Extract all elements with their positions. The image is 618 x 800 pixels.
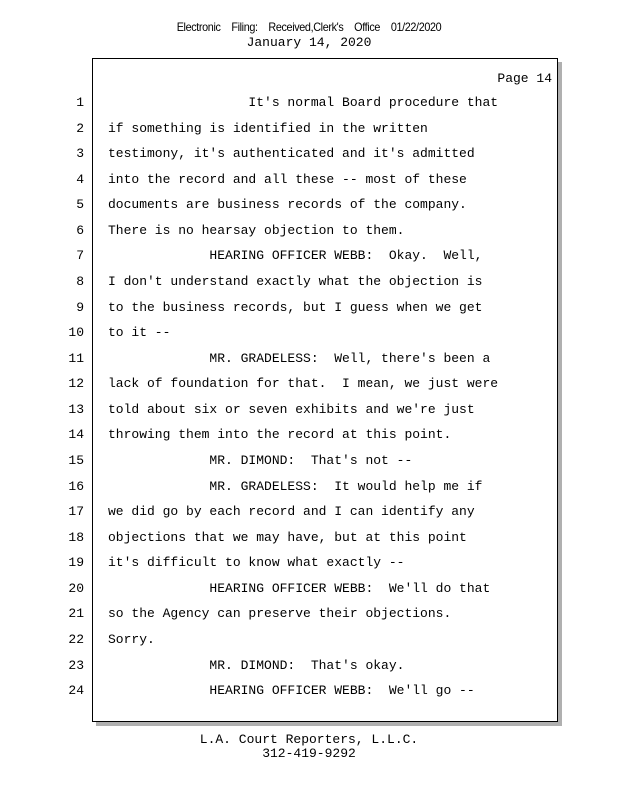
line-number: 12: [68, 376, 84, 392]
line-number: 11: [68, 350, 84, 366]
line-number: 1: [76, 95, 84, 110]
line-text: we did go by each record and I can ident…: [108, 504, 475, 520]
line-text: HEARING OFFICER WEBB: We'll do that: [108, 580, 491, 596]
line-number: 17: [68, 504, 84, 520]
transcript-line: 17 we did go by each record and I can ide…: [0, 504, 618, 524]
line-text: HEARING OFFICER WEBB: Okay. Well,: [108, 248, 483, 264]
line-number: 10: [68, 325, 84, 341]
line-number: 20: [68, 580, 84, 596]
filing-date: 01/22/2020: [390, 20, 442, 34]
filing-word: Office: [354, 20, 381, 34]
footer: L.A. Court Reporters, L.L.C. 312-419-929…: [0, 733, 618, 761]
line-number: 16: [68, 478, 84, 494]
transcript-line: 24 HEARING OFFICER WEBB: We'll go --: [0, 683, 618, 703]
transcript-line: 4 into the record and all these -- most o…: [0, 172, 618, 192]
line-text: MR. GRADELESS: Well, there's been a: [108, 350, 491, 366]
line-text: into the record and all these -- most of…: [108, 171, 467, 187]
line-number: 5: [76, 197, 84, 213]
line-text: if something is identified in the writte…: [108, 120, 428, 136]
transcript-line: 14 throwing them into the record at this …: [0, 427, 618, 447]
transcript-line: 12 lack of foundation for that. I mean, w…: [0, 376, 618, 396]
reporter-company: L.A. Court Reporters, L.L.C.: [199, 732, 419, 747]
line-number: 8: [76, 273, 84, 289]
transcript-line: 11 MR. GRADELESS: Well, there's been a: [0, 351, 618, 371]
line-text: MR. DIMOND: That's not --: [108, 452, 413, 468]
line-number: 24: [68, 683, 84, 699]
line-text: It's normal Board procedure that: [108, 95, 499, 110]
line-number: 7: [76, 248, 84, 264]
transcript-line: 22 Sorry.: [0, 632, 618, 652]
line-text: lack of foundation for that. I mean, we …: [108, 376, 499, 392]
line-text: it's difficult to know what exactly --: [108, 555, 405, 571]
transcript-line: 3 testimony, it's authenticated and it's …: [0, 146, 618, 166]
line-number: 19: [68, 555, 84, 571]
line-text: told about six or seven exhibits and we'…: [108, 401, 475, 417]
line-number: 4: [76, 171, 84, 187]
line-text: to the business records, but I guess whe…: [108, 299, 483, 315]
line-text: to it --: [108, 325, 171, 341]
filing-word: Received,Clerk's: [268, 20, 344, 34]
line-text: MR. DIMOND: That's okay.: [108, 657, 405, 673]
filing-word: Electronic: [176, 20, 221, 34]
transcript-line: 8 I don't understand exactly what the obj…: [0, 274, 618, 294]
line-text: Sorry.: [108, 631, 155, 647]
line-text: HEARING OFFICER WEBB: We'll go --: [108, 683, 475, 699]
transcript-line: 23 MR. DIMOND: That's okay.: [0, 658, 618, 678]
line-text: throwing them into the record at this po…: [108, 427, 452, 443]
line-number: 13: [68, 401, 84, 417]
line-text: testimony, it's authenticated and it's a…: [108, 146, 475, 162]
line-number: 3: [76, 146, 84, 162]
line-number: 15: [68, 452, 84, 468]
line-number: 9: [76, 299, 84, 315]
filing-word: Filing:: [231, 20, 258, 34]
line-number: 23: [68, 657, 84, 673]
line-number: 21: [68, 606, 84, 622]
line-text: MR. GRADELESS: It would help me if: [108, 478, 483, 494]
reporter-phone: 312-419-9292: [262, 746, 356, 761]
transcript-page-frame: [92, 58, 558, 722]
transcript-line: 1 It's normal Board procedure that: [0, 95, 618, 115]
electronic-filing-stamp: Electronic Filing: Received,Clerk's Office 0…: [31, 20, 587, 34]
transcript-line: 20 HEARING OFFICER WEBB: We'll do that: [0, 581, 618, 601]
transcript-line: 19 it's difficult to know what exactly --: [0, 555, 618, 575]
line-number: 6: [76, 222, 84, 238]
transcript-line: 9 to the business records, but I guess wh…: [0, 300, 618, 320]
transcript-line: 7 HEARING OFFICER WEBB: Okay. Well,: [0, 248, 618, 268]
line-number: 2: [76, 120, 84, 136]
transcript-line: 15 MR. DIMOND: That's not --: [0, 453, 618, 473]
line-text: I don't understand exactly what the obje…: [108, 273, 483, 289]
line-text: There is no hearsay objection to them.: [108, 222, 405, 238]
line-number: 22: [68, 631, 84, 647]
line-text: so the Agency can preserve their objecti…: [108, 606, 452, 622]
transcript-line: 10 to it --: [0, 325, 618, 345]
line-text: objections that we may have, but at this…: [108, 529, 467, 545]
transcript-line: 16 MR. GRADELESS: It would help me if: [0, 479, 618, 499]
transcript-date: January 14, 2020: [246, 35, 372, 50]
transcript-line: 5 documents are business records of the c…: [0, 197, 618, 217]
transcript-line: 13 told about six or seven exhibits and w…: [0, 402, 618, 422]
transcript-line: 18 objections that we may have, but at th…: [0, 530, 618, 550]
line-text: documents are business records of the co…: [108, 197, 467, 213]
line-number: 14: [68, 427, 84, 443]
line-number: 18: [68, 529, 84, 545]
transcript-line: 6 There is no hearsay objection to them.: [0, 223, 618, 243]
page-number: Page 14: [497, 71, 552, 86]
transcript-line: 21 so the Agency can preserve their objec…: [0, 606, 618, 626]
transcript-line: 2 if something is identified in the writt…: [0, 121, 618, 141]
